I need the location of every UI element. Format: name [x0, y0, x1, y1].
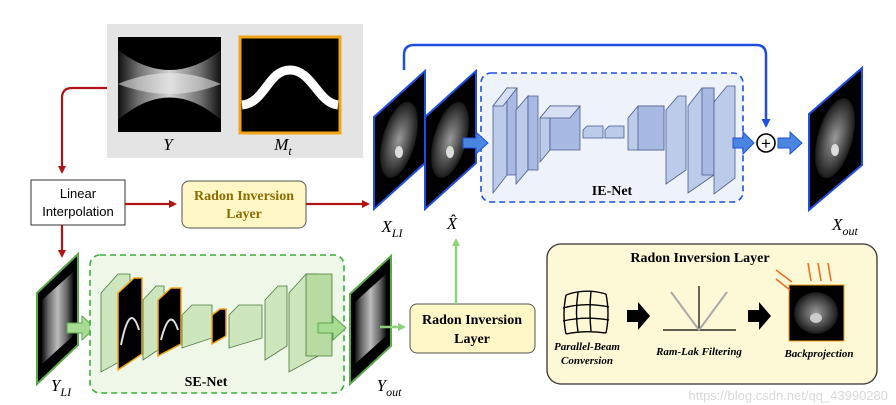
ram-lak-filter-icon [663, 286, 736, 331]
parallel-beam-grid-icon [562, 290, 610, 335]
arrow-yli-to-senet [66, 314, 96, 342]
ie-net-label: IE-Net [592, 184, 633, 199]
ril-step3-label: Backprojection [783, 348, 853, 360]
sum-plus-symbol: + [761, 134, 771, 153]
ie-net-layers [492, 85, 736, 195]
radon-top-line2: Layer [226, 207, 262, 222]
backprojection-icon [775, 262, 845, 342]
arrow-senet-to-yout [317, 314, 347, 342]
ct-image-x-hat [424, 68, 477, 212]
sinogram-y-image [118, 37, 221, 132]
ct-image-x-out [808, 65, 863, 213]
sinogram-y-li [36, 251, 79, 387]
watermark: https://blog.csdn.net/qq_43990280 [689, 388, 889, 403]
linear-interpolation-box [30, 179, 126, 226]
ie-net-arrows [462, 130, 803, 156]
y-out-label: Yout [377, 376, 402, 399]
ril-panel-title: Radon Inversion Layer [630, 251, 769, 266]
input-panel: Y Mt [107, 24, 363, 158]
mask-mt-image [238, 35, 342, 135]
ril-step1-line2: Conversion [561, 355, 613, 367]
se-net-layers [100, 273, 333, 373]
se-net-label: SE-Net [185, 375, 228, 390]
ril-arrow-2 [748, 302, 771, 330]
linear-interpolation-line1: Linear [60, 186, 97, 201]
radon-top-line1: Radon Inversion [194, 189, 294, 204]
ct-image-x-li [373, 68, 426, 212]
sinogram-y-out [349, 253, 392, 387]
ril-arrow-1 [627, 302, 650, 330]
x-out-label: Xout [831, 215, 858, 238]
y-li-label: YLI [51, 376, 72, 399]
ril-step2-label: Ram-Lak Filtering [655, 346, 742, 358]
mask-mt-label: Mt [273, 135, 292, 158]
arrow-input-to-interp [58, 86, 107, 174]
linear-interpolation-line2: Interpolation [42, 204, 114, 219]
ril-step1-line1: Parallel-Beam [554, 341, 620, 353]
radon-mid-line2: Layer [454, 332, 490, 347]
x-hat-label: X̂ [446, 214, 458, 233]
x-li-label: XLI [380, 217, 403, 240]
sum-node [756, 133, 776, 153]
radon-inversion-layer-mid [409, 303, 536, 354]
radon-mid-line1: Radon Inversion [422, 313, 522, 328]
sinogram-y-label: Y [163, 135, 174, 154]
skip-connection-arrow [402, 43, 771, 128]
